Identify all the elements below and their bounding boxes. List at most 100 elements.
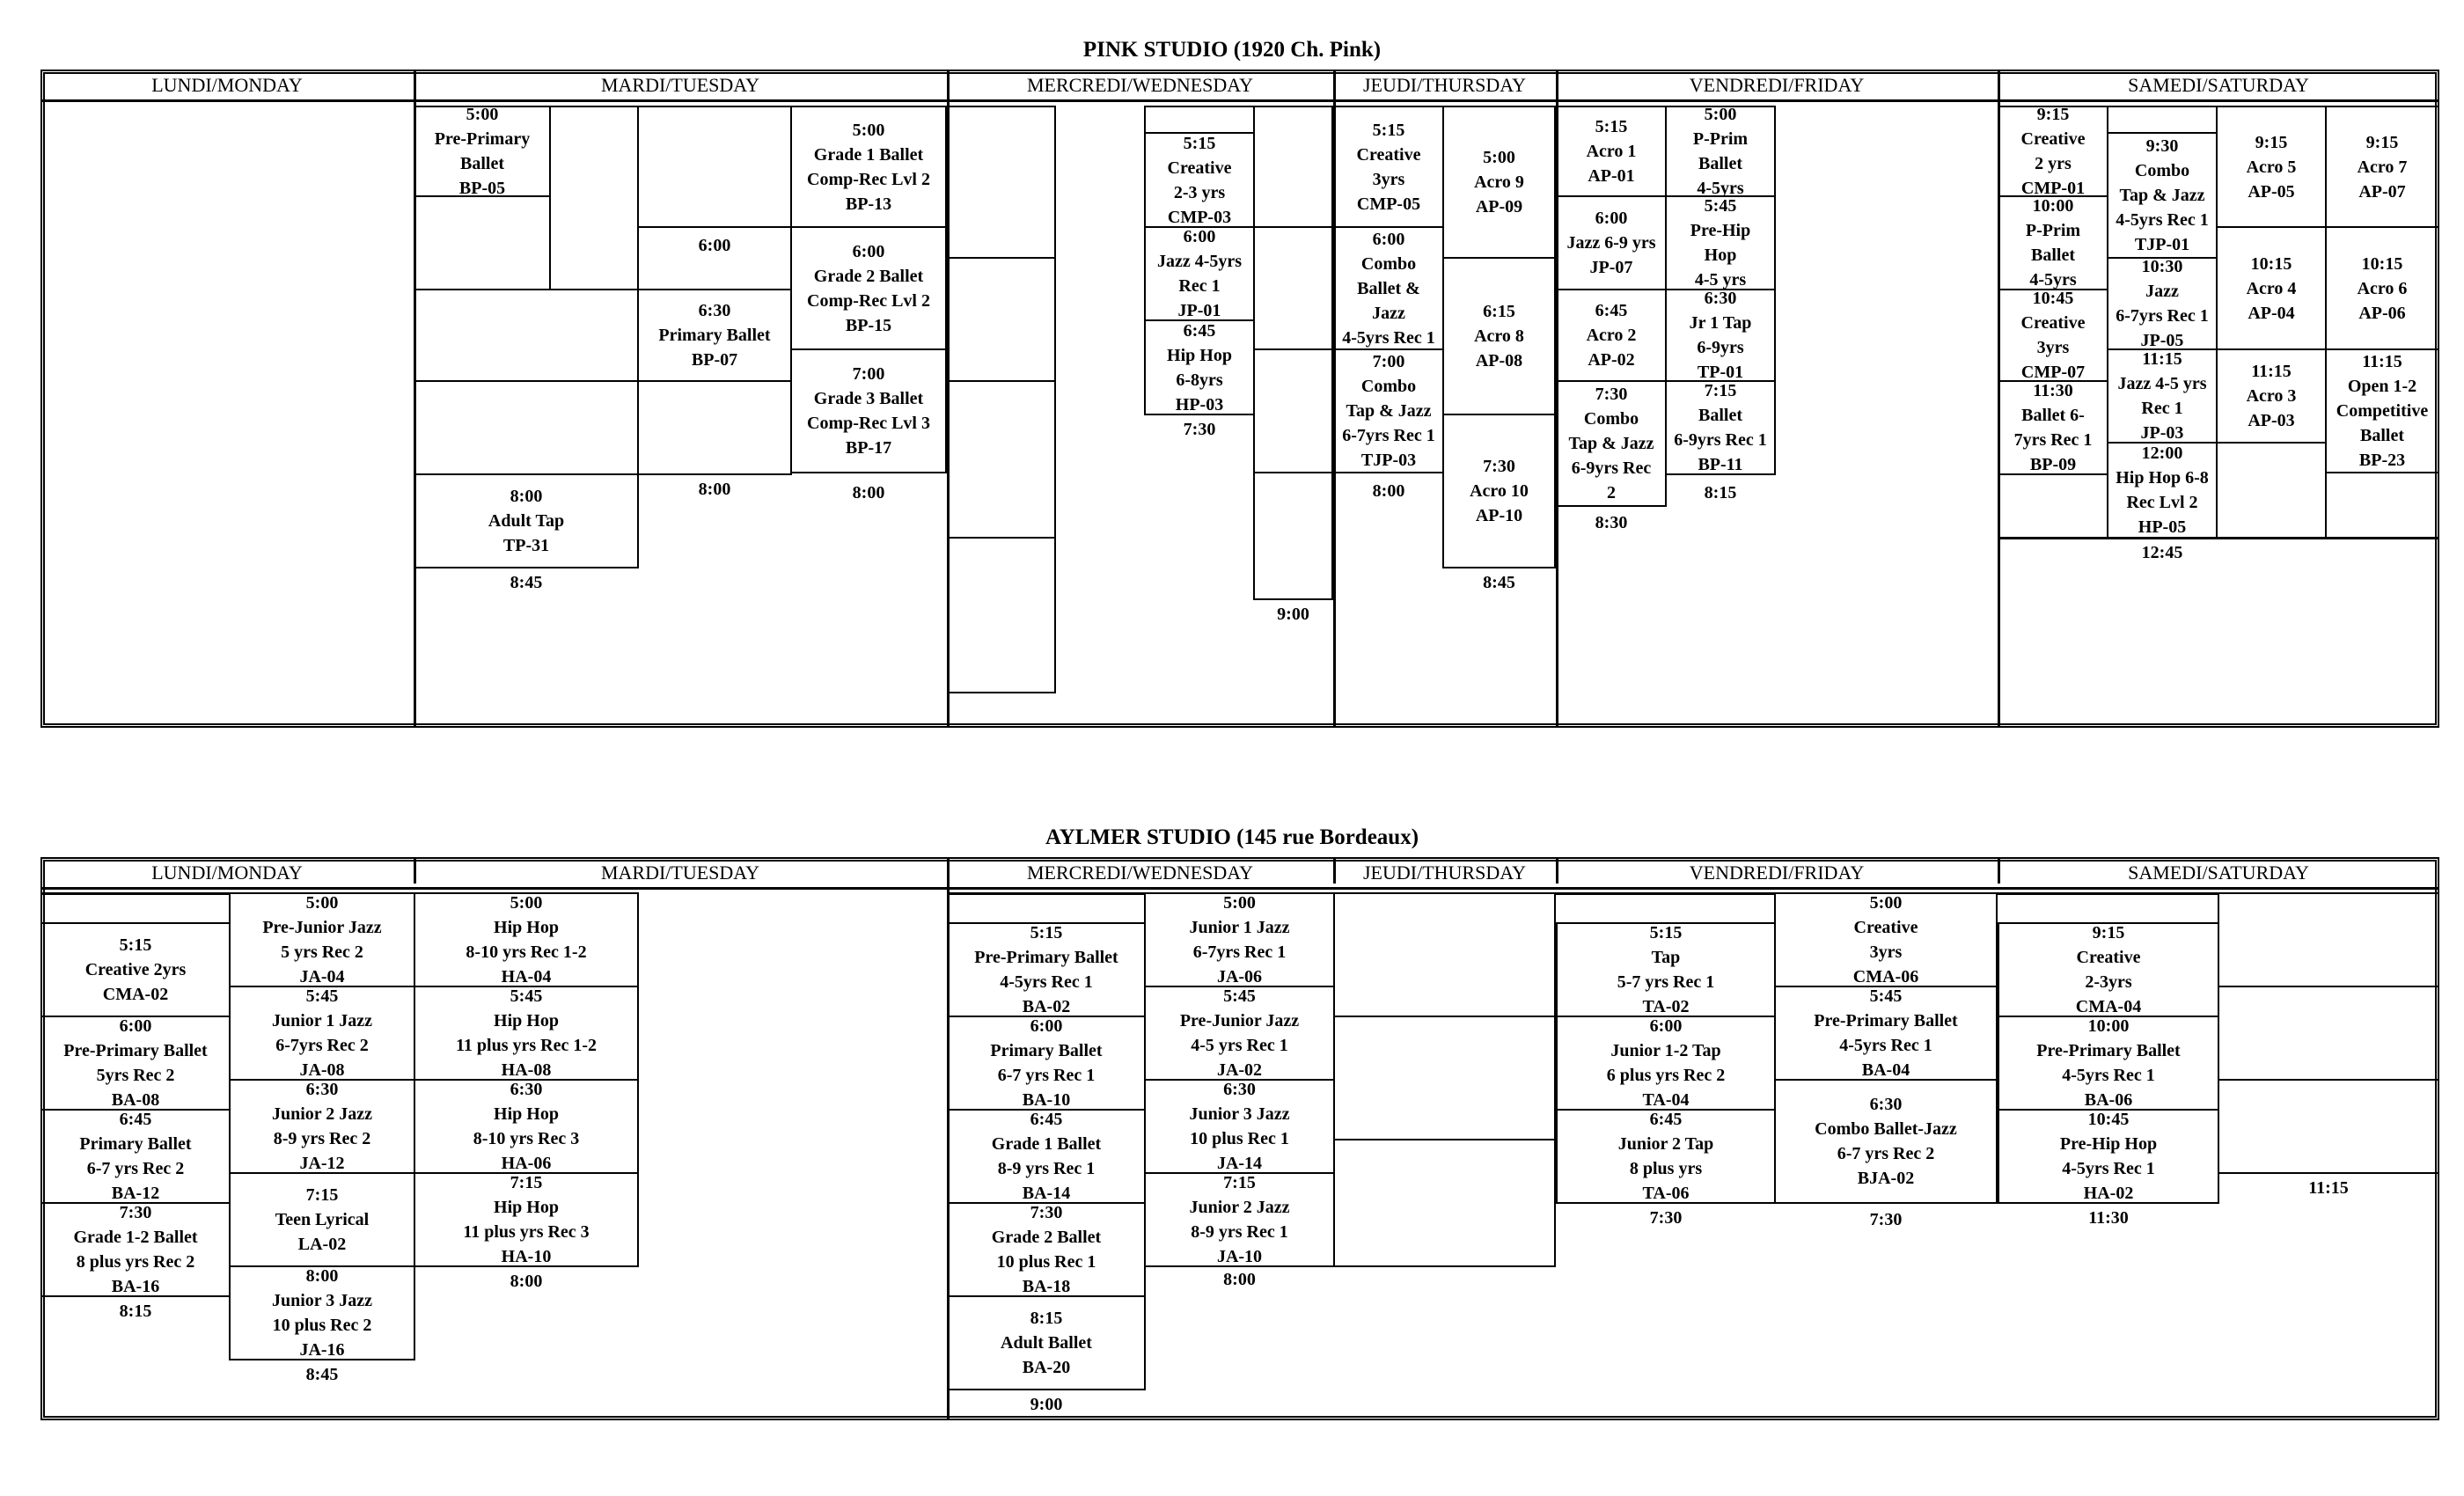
class-line: 4-5yrs Rec 1 <box>2116 210 2209 230</box>
class-line: 4-5yrs Rec 1 <box>1839 1036 1932 1055</box>
class-line: JP-05 <box>2140 331 2184 350</box>
class-line: Tap <box>1651 948 1681 967</box>
class-line: Creative 2yrs <box>84 960 187 979</box>
class-line: BP-05 <box>458 179 506 197</box>
class-line: 8-9 yrs Rec 1 <box>997 1159 1096 1178</box>
class-line: 6:45 <box>119 1110 152 1129</box>
class-line: BP-17 <box>845 438 892 458</box>
class-line: 6:00 <box>698 236 731 255</box>
class-line: 5:15 <box>1030 923 1063 942</box>
class-line: 6-8yrs <box>1176 370 1223 390</box>
class-line: 5:15 <box>119 935 152 955</box>
class-line: Teen Lyrical <box>275 1210 370 1229</box>
class-line: Pre-Primary Ballet <box>2036 1041 2181 1060</box>
class-line: Hip Hop <box>494 1104 559 1124</box>
class-slot <box>1253 226 1333 350</box>
class-line: 5yrs Rec 2 <box>96 1066 175 1085</box>
class-line: Adult Ballet <box>1001 1333 1092 1353</box>
class-line: 10:30 <box>2141 257 2183 276</box>
class-line: BA-12 <box>111 1184 160 1203</box>
end-time: 8:00 <box>1223 1270 1256 1289</box>
class-line: Pre-Hip <box>1690 221 1751 240</box>
class-line: Creative <box>1167 158 1232 178</box>
class-line: Ballet <box>2360 426 2404 445</box>
class-line: 10:15 <box>2250 253 2292 274</box>
class-line: Adult Tap <box>488 511 565 531</box>
class-line: 5:45 <box>1704 196 1737 216</box>
class-line: 6-7yrs Rec 1 <box>1342 426 1435 445</box>
aylmer-day-saturday: SAMEDI/SATURDAY <box>2128 862 2309 884</box>
class-line: Hop <box>1704 246 1737 265</box>
class-line: 9:15 <box>2365 132 2399 152</box>
class-line: 7:15 <box>305 1185 339 1205</box>
class-line: JA-16 <box>299 1340 345 1360</box>
class-line: 6-9yrs Rec 1 <box>1674 430 1767 450</box>
class-line: Comp-Rec Lvl 2 <box>807 169 930 189</box>
class-line: 12:00 <box>2141 444 2183 463</box>
class-line: 8-10 yrs Rec 1-2 <box>466 942 587 962</box>
class-line: 3yrs <box>1869 942 1903 962</box>
class-line: JA-06 <box>1216 967 1263 986</box>
class-line: TP-01 <box>1697 363 1744 382</box>
class-line: 6:00 <box>1183 227 1216 246</box>
class-line: 6:00 <box>119 1016 152 1036</box>
class-line: AP-04 <box>2248 303 2295 323</box>
class-line: Ballet <box>2031 246 2075 265</box>
class-line: 6:30 <box>1223 1080 1256 1099</box>
class-line: 11:15 <box>2142 349 2182 369</box>
class-line: Acro 3 <box>2246 386 2297 406</box>
class-line: BA-08 <box>111 1090 160 1110</box>
class-line: Acro 1 <box>1586 142 1637 161</box>
class-slot <box>2218 892 2439 987</box>
class-line: 8-9 yrs Rec 1 <box>1191 1222 1288 1242</box>
class-line: 5:45 <box>305 986 339 1006</box>
class-line: 11 plus yrs Rec 1-2 <box>456 1036 597 1055</box>
class-line: 8 plus yrs Rec 2 <box>76 1252 195 1272</box>
class-line: AP-08 <box>1475 351 1523 370</box>
class-line: CMA-04 <box>2075 997 2142 1016</box>
class-line: 6-7yrs Rec 2 <box>275 1036 369 1055</box>
class-line: Creative <box>2076 948 2141 967</box>
class-line: 5:00 <box>852 120 885 140</box>
pink-day-tuesday: MARDI/TUESDAY <box>600 74 760 96</box>
class-line: TJP-03 <box>1360 451 1417 470</box>
pink-day-saturday: SAMEDI/SATURDAY <box>2128 74 2309 96</box>
class-line: 10 plus Rec 1 <box>996 1252 1096 1272</box>
class-line: CMP-05 <box>1356 194 1421 214</box>
class-slot <box>1333 1139 1556 1267</box>
class-line: Combo Ballet-Jazz <box>1815 1119 1957 1139</box>
class-line: 6:30 <box>1704 289 1737 308</box>
class-line: 6-7yrs Rec 1 <box>2116 306 2209 326</box>
class-line: 3yrs <box>2036 338 2070 357</box>
class-line: AP-02 <box>1588 350 1635 370</box>
pink-schedule-grid <box>40 70 2439 728</box>
aylmer-studio-title: AYLMER STUDIO (145 rue Bordeaux) <box>1045 825 1419 849</box>
class-line: 6:45 <box>1030 1110 1063 1129</box>
class-line: 4-5 yrs Rec 1 <box>1191 1036 1288 1055</box>
class-slot <box>637 106 792 228</box>
class-line: Open 1-2 <box>2347 377 2417 396</box>
class-line: Junior 2 Jazz <box>1189 1198 1290 1217</box>
class-line: Pre-Primary <box>434 129 531 149</box>
end-time: 8:15 <box>1704 483 1737 502</box>
end-time: 8:00 <box>1372 481 1405 501</box>
class-slot: 6:00 <box>637 226 792 290</box>
end-time: 8:45 <box>510 573 543 592</box>
class-line: 7:15 <box>1223 1173 1256 1192</box>
